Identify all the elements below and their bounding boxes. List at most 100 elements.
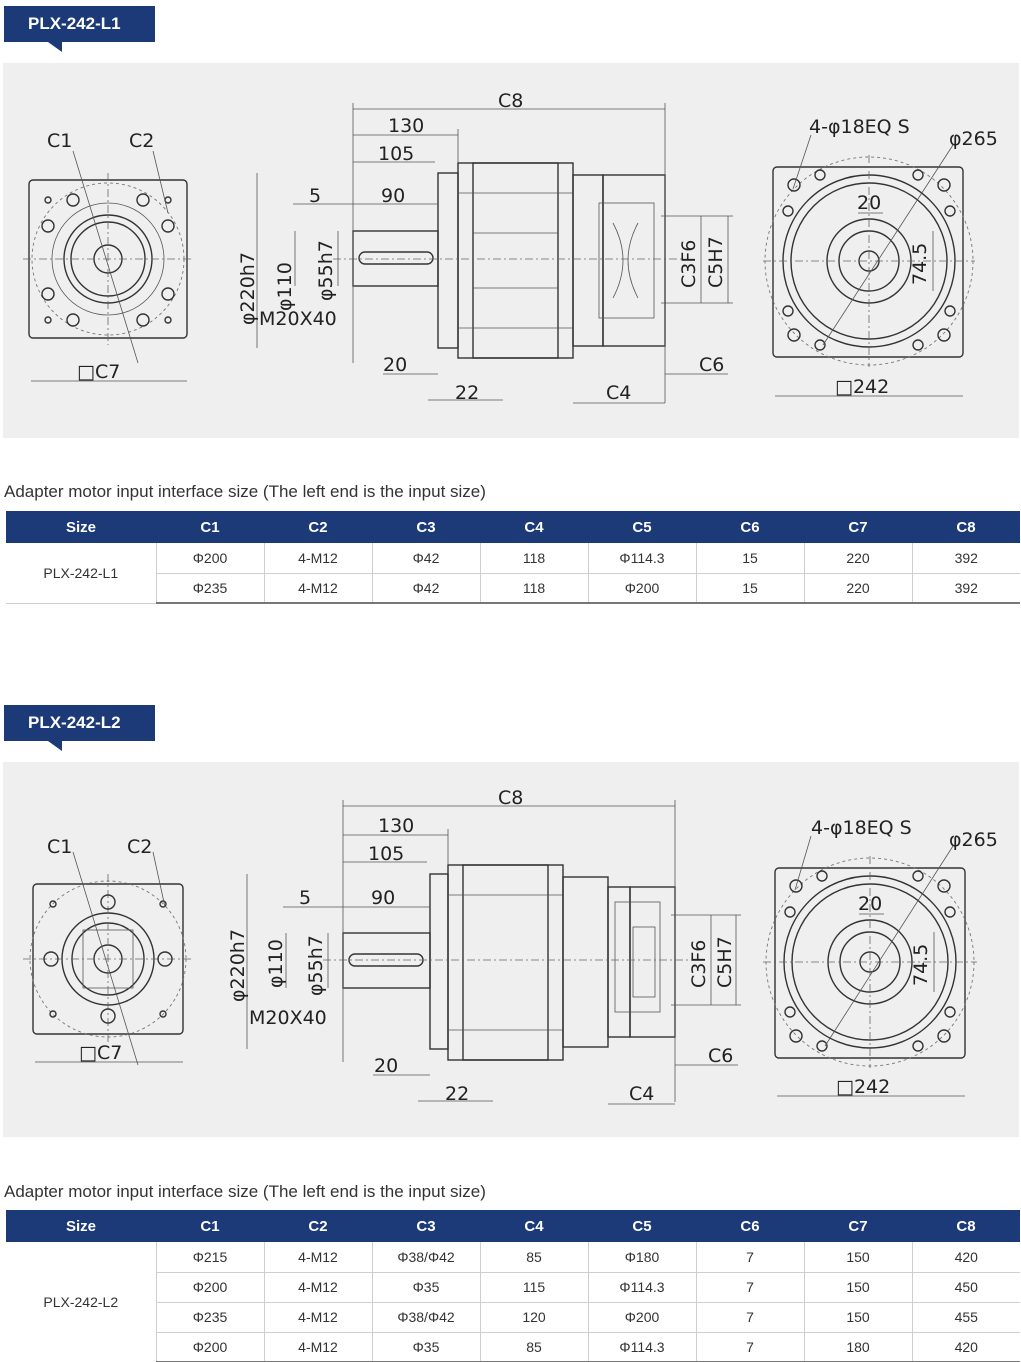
label-c6: C6 bbox=[708, 1045, 733, 1067]
table-cell: Φ200 bbox=[587, 1302, 696, 1333]
col-c2: C2 bbox=[264, 511, 372, 543]
table-cell: 15 bbox=[695, 543, 804, 574]
table-cell: Φ200 bbox=[587, 573, 696, 604]
dim-5: 5 bbox=[299, 887, 311, 909]
table-cell: 180 bbox=[803, 1332, 912, 1362]
label-c7: □C7 bbox=[77, 361, 120, 383]
dim-105: 105 bbox=[378, 143, 414, 165]
model-badge-l2: PLX-242-L2 bbox=[4, 705, 155, 751]
table-cell: Φ200 bbox=[155, 1332, 264, 1362]
interface-table-l1: Size C1 C2 C3 C4 C5 C6 C7 C8 PLX-242-L1 … bbox=[6, 511, 1020, 604]
table-cell: Φ215 bbox=[155, 1242, 264, 1273]
table-cell: 85 bbox=[479, 1332, 588, 1362]
table-row: Φ235 4-M12 Φ42 118 Φ200 15 220 392 bbox=[6, 573, 1020, 604]
col-c3: C3 bbox=[372, 1210, 480, 1242]
drawing-svg-l1: C1 C2 □C7 bbox=[23, 90, 998, 404]
table-cell: 4-M12 bbox=[263, 1242, 372, 1273]
table-cell: 420 bbox=[911, 1332, 1020, 1362]
label-c7: □C7 bbox=[79, 1042, 122, 1064]
table-cell: 4-M12 bbox=[263, 573, 372, 604]
gearbox-side-view: C8 130 105 5 90 φ220h7 φ110 φ55h7 M20X40… bbox=[227, 787, 741, 1105]
table-cell: 118 bbox=[479, 573, 588, 604]
table-cell: 150 bbox=[803, 1242, 912, 1273]
dim-745: 74.5 bbox=[910, 944, 932, 986]
table-cell: 85 bbox=[479, 1242, 588, 1273]
col-c3: C3 bbox=[372, 511, 480, 543]
label-c6: C6 bbox=[699, 354, 724, 376]
model-cell: PLX-242-L2 bbox=[6, 1242, 156, 1362]
table-cell: 4-M12 bbox=[263, 1302, 372, 1333]
dim-110: φ110 bbox=[274, 262, 296, 311]
table-cell: 450 bbox=[911, 1272, 1020, 1303]
table-row: PLX-242-L2 Φ215 4-M12 Φ38/Φ42 85 Φ180 7 … bbox=[6, 1242, 1020, 1362]
col-c5: C5 bbox=[588, 1210, 696, 1242]
table-cell: 115 bbox=[479, 1272, 588, 1303]
col-c1: C1 bbox=[156, 1210, 264, 1242]
table-cell: Φ114.3 bbox=[587, 543, 696, 574]
table-cell: 7 bbox=[695, 1332, 804, 1362]
label-c3: C3F6 bbox=[678, 240, 700, 288]
drawing-svg-l2: C1 C2 □C7 C8 130 1 bbox=[23, 787, 998, 1105]
col-c4: C4 bbox=[480, 1210, 588, 1242]
table-cell: 392 bbox=[911, 573, 1020, 604]
label-c1: C1 bbox=[47, 836, 72, 858]
label-c4: C4 bbox=[629, 1083, 654, 1105]
label-pcd: φ265 bbox=[949, 829, 998, 851]
col-c6: C6 bbox=[696, 1210, 804, 1242]
table-cell: Φ235 bbox=[155, 1302, 264, 1333]
table-cell: 455 bbox=[911, 1302, 1020, 1333]
dim-key: 20 bbox=[857, 192, 881, 214]
label-c5: C5H7 bbox=[714, 936, 736, 988]
table-cell: Φ38/Φ42 bbox=[371, 1242, 480, 1273]
table-cell: 392 bbox=[911, 543, 1020, 574]
table-cell: Φ38/Φ42 bbox=[371, 1302, 480, 1333]
table-cell: Φ114.3 bbox=[587, 1332, 696, 1362]
col-c8: C8 bbox=[912, 1210, 1020, 1242]
table-cell: 220 bbox=[803, 573, 912, 604]
label-pcd: φ265 bbox=[949, 128, 998, 150]
dim-key: 20 bbox=[858, 893, 882, 915]
label-holes: 4-φ18EQ S bbox=[809, 116, 910, 138]
dim-55: φ55h7 bbox=[305, 935, 327, 996]
col-c1: C1 bbox=[156, 511, 264, 543]
dim-5: 5 bbox=[309, 185, 321, 207]
table-cell: 150 bbox=[803, 1272, 912, 1303]
model-cell: PLX-242-L1 bbox=[6, 543, 156, 604]
dim-220: φ220h7 bbox=[237, 252, 259, 325]
table-cell: 15 bbox=[695, 573, 804, 604]
dim-105: 105 bbox=[368, 843, 404, 865]
label-c2: C2 bbox=[129, 130, 154, 152]
col-c2: C2 bbox=[264, 1210, 372, 1242]
model-badge-l1: PLX-242-L1 bbox=[4, 6, 155, 52]
col-c7: C7 bbox=[804, 511, 912, 543]
table-cell: Φ42 bbox=[371, 573, 480, 604]
label-c5: C5H7 bbox=[705, 236, 727, 288]
table-cell: Φ235 bbox=[155, 573, 264, 604]
table-row: Φ235 4-M12 Φ38/Φ42 120 Φ200 7 150 455 bbox=[6, 1302, 1020, 1333]
dim-90: 90 bbox=[371, 887, 395, 909]
table-cell: 220 bbox=[803, 543, 912, 574]
input-flange-view: C1 C2 □C7 bbox=[23, 130, 193, 383]
col-c8: C8 bbox=[912, 511, 1020, 543]
col-c4: C4 bbox=[480, 511, 588, 543]
technical-drawing-l1: C1 C2 □C7 bbox=[3, 63, 1019, 438]
table-cell: Φ35 bbox=[371, 1272, 480, 1303]
table-cell: Φ200 bbox=[155, 1272, 264, 1303]
dim-220: φ220h7 bbox=[227, 929, 249, 1002]
technical-drawing-l2: C1 C2 □C7 C8 130 1 bbox=[3, 762, 1019, 1137]
interface-caption-l1: Adapter motor input interface size (The … bbox=[4, 482, 486, 501]
table-cell: Φ42 bbox=[371, 543, 480, 574]
interface-table-l2: Size C1 C2 C3 C4 C5 C6 C7 C8 PLX-242-L2 … bbox=[6, 1210, 1020, 1362]
table-cell: 118 bbox=[479, 543, 588, 574]
table-row: Φ200 4-M12 Φ35 85 Φ114.3 7 180 420 bbox=[6, 1332, 1020, 1362]
model-badge-label: PLX-242-L1 bbox=[28, 14, 121, 33]
table-cell: Φ35 bbox=[371, 1332, 480, 1362]
table-cell: 4-M12 bbox=[263, 543, 372, 574]
dim-20: 20 bbox=[374, 1055, 398, 1077]
table-cell: Φ200 bbox=[155, 543, 264, 574]
output-flange-view: 4-φ18EQ S φ265 20 74.5 □242 bbox=[763, 116, 998, 398]
dim-110: φ110 bbox=[265, 939, 287, 988]
dim-m20: M20X40 bbox=[249, 1007, 327, 1029]
col-size: Size bbox=[6, 1210, 156, 1242]
table-cell: 7 bbox=[695, 1272, 804, 1303]
